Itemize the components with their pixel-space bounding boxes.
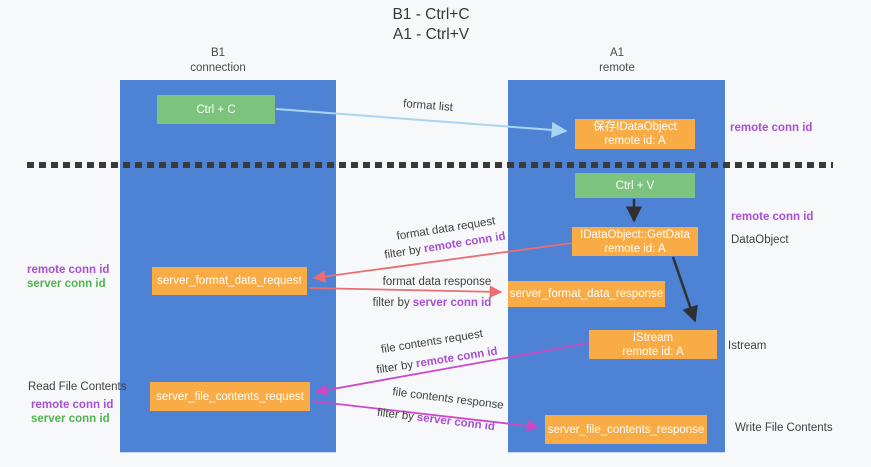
- node-istream-line1: IStream: [632, 331, 674, 344]
- node-save-idataobject: 保存IDataObject remote id: A: [575, 119, 695, 149]
- left-note-remote-conn-id-2: remote conn id: [31, 399, 114, 411]
- conn-id-text: server conn id: [412, 297, 492, 309]
- conn-id-text: remote conn id: [415, 345, 499, 371]
- node-server-file-contents-response: server_file_contents_response: [545, 415, 707, 444]
- filter-by-text: filter by: [372, 297, 410, 309]
- left-note-server-conn-id-2: server conn id: [31, 413, 110, 425]
- lane-header-b1: B1 connection: [158, 46, 278, 76]
- lane-b1-name: B1: [210, 47, 226, 59]
- node-istream: IStream remote id: A: [589, 330, 717, 359]
- lane-b1-subtitle: connection: [190, 62, 246, 74]
- filter-by-text: filter by: [375, 358, 415, 377]
- left-note-server-conn-id: server conn id: [27, 278, 106, 290]
- lane-a1-subtitle: remote: [599, 62, 635, 74]
- left-note-read-file-contents: Read File Contents: [28, 381, 127, 393]
- edge-label-format-data-response: format data response: [382, 276, 492, 288]
- right-note-remote-conn-id-1: remote conn id: [730, 122, 813, 134]
- node-server-format-data-response: server_format_data_response: [508, 281, 665, 307]
- title-line-2: A1 - Ctrl+V: [392, 26, 470, 43]
- node-ctrl-v: Ctrl + V: [575, 173, 695, 198]
- right-note-dataobject: DataObject: [731, 234, 789, 246]
- diagram-title: B1 - Ctrl+C A1 - Ctrl+V: [341, 5, 521, 45]
- right-note-istream: Istream: [728, 340, 767, 352]
- lane-a1-name: A1: [609, 47, 625, 59]
- filter-by-text: filter by: [376, 406, 415, 424]
- lane-header-a1: A1 remote: [557, 46, 677, 76]
- node-server-file-contents-request: server_file_contents_request: [150, 382, 310, 411]
- node-getdata-line1: IDataObject::GetData: [580, 228, 690, 241]
- arrow-format-data-response: [309, 285, 503, 299]
- node-save-idataobject-line1: 保存IDataObject: [593, 121, 677, 133]
- node-save-idataobject-line2: remote id: A: [604, 135, 666, 147]
- right-note-remote-conn-id-2: remote conn id: [731, 211, 814, 223]
- filter-by-text: filter by: [383, 243, 423, 262]
- node-ctrl-c: Ctrl + C: [157, 95, 275, 124]
- conn-id-text: server conn id: [416, 411, 496, 434]
- edge-label-format-list: format list: [402, 98, 454, 114]
- right-note-write-file-contents: Write File Contents: [735, 422, 833, 434]
- node-getdata-line2: remote id: A: [604, 242, 666, 255]
- node-server-format-data-request: server_format_data_request: [152, 267, 307, 295]
- left-note-remote-conn-id: remote conn id: [27, 264, 110, 276]
- title-line-1: B1 - Ctrl+C: [392, 6, 470, 23]
- node-getdata: IDataObject::GetData remote id: A: [572, 227, 698, 256]
- edge-label-file-contents-response: file contents response: [391, 386, 505, 412]
- node-istream-line2: remote id: A: [622, 345, 684, 358]
